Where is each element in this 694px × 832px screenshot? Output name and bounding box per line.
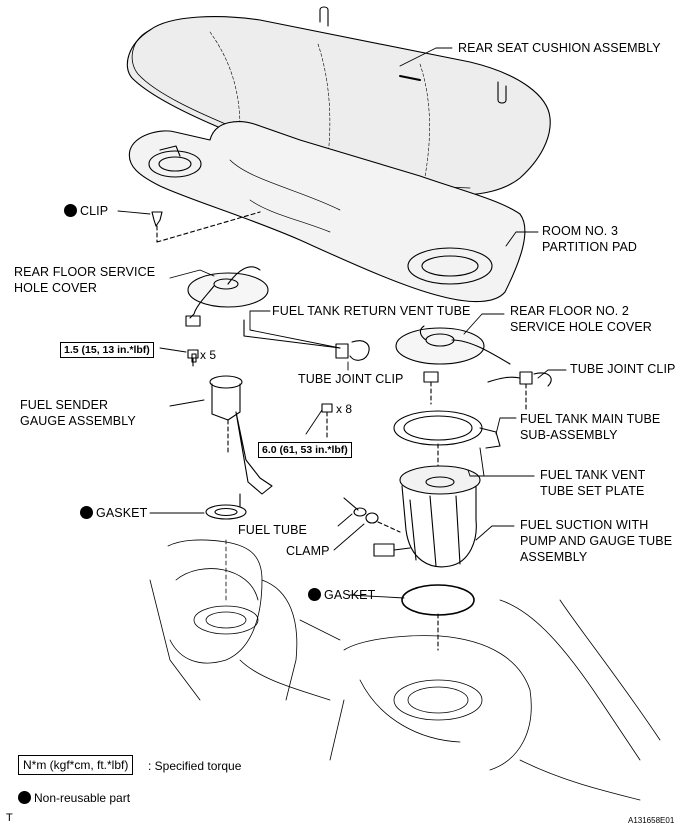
legend-torque-units: N*m (kgf*cm, ft.*lbf) xyxy=(18,755,134,775)
clip-part xyxy=(151,211,261,243)
label-suction-line2: PUMP AND GAUGE TUBE xyxy=(520,534,673,548)
label-clip-text: CLIP xyxy=(80,204,109,218)
non-reusable-dot-icon xyxy=(80,506,93,519)
label-rear-floor-cover-line2: HOLE COVER xyxy=(14,281,97,295)
torque-spec-small: 1.5 (15, 13 in.*lbf) xyxy=(60,342,154,358)
legend-nonreusable: Non-reusable part xyxy=(18,791,130,805)
right-gasket-drawing xyxy=(401,584,475,651)
torque-spec-large: 6.0 (61, 53 in.*lbf) xyxy=(258,442,352,458)
non-reusable-dot-icon xyxy=(308,588,321,601)
main-tube-drawing xyxy=(487,371,552,411)
right-floor-pan-drawing xyxy=(329,599,661,801)
label-gasket-left: GASKET xyxy=(80,506,147,521)
partition-pad-drawing xyxy=(128,121,526,303)
label-suction-line1: FUEL SUCTION WITH xyxy=(520,518,649,532)
left-gasket-drawing xyxy=(205,493,247,520)
rear-floor-no2-cover-drawing xyxy=(395,325,511,405)
label-rear-floor-no2-line1: REAR FLOOR NO. 2 xyxy=(510,304,629,318)
bolt-large xyxy=(321,403,333,439)
label-main-tube-line1: FUEL TANK MAIN TUBE xyxy=(520,412,661,426)
label-clip: CLIP xyxy=(64,204,108,219)
non-reusable-dot-icon xyxy=(18,791,31,804)
label-tube-joint-clip-right: TUBE JOINT CLIP xyxy=(570,362,676,376)
label-vent-plate-line1: FUEL TANK VENT xyxy=(540,468,646,482)
label-clamp: CLAMP xyxy=(286,544,330,558)
label-partition-line1: ROOM NO. 3 xyxy=(542,224,619,238)
label-fuel-tube: FUEL TUBE xyxy=(238,523,307,537)
label-main-tube-line2: SUB-ASSEMBLY xyxy=(520,428,618,442)
label-vent-plate-line2: TUBE SET PLATE xyxy=(540,484,645,498)
leader-lines xyxy=(117,47,567,599)
label-gasket-right: GASKET xyxy=(308,588,375,603)
rear-floor-service-hole-cover-drawing xyxy=(185,266,269,327)
fuel-suction-assembly-drawing xyxy=(373,465,481,568)
figure-id: A131658E01 xyxy=(628,816,675,825)
label-rear-floor-cover-line1: REAR FLOOR SERVICE xyxy=(14,265,156,279)
label-return-vent-tube: FUEL TANK RETURN VENT TUBE xyxy=(272,304,471,318)
legend-nonreusable-text: Non-reusable part xyxy=(34,791,131,805)
fuel-tube-drawing xyxy=(343,497,401,533)
label-suction-line3: ASSEMBLY xyxy=(520,550,588,564)
fuel-sender-gauge-drawing xyxy=(191,353,273,495)
legend-torque-desc: : Specified torque xyxy=(148,759,242,773)
label-gasket-left-text: GASKET xyxy=(96,506,148,520)
label-sender-gauge-line1: FUEL SENDER xyxy=(20,398,109,412)
torque-large-quantity: x 8 xyxy=(336,402,353,416)
bolt-small xyxy=(187,349,199,367)
label-rear-floor-no2-line2: SERVICE HOLE COVER xyxy=(510,320,652,334)
label-sender-gauge-line2: GAUGE ASSEMBLY xyxy=(20,414,136,428)
return-vent-tube-drawing xyxy=(243,319,370,361)
non-reusable-dot-icon xyxy=(64,204,77,217)
label-partition-line2: PARTITION PAD xyxy=(542,240,638,254)
left-floor-pan-drawing xyxy=(149,539,341,701)
label-gasket-right-text: GASKET xyxy=(324,588,376,602)
label-tube-joint-clip-left: TUBE JOINT CLIP xyxy=(298,372,404,386)
torque-small-quantity: x 5 xyxy=(200,348,217,362)
corner-mark: T xyxy=(6,812,13,824)
label-rear-seat-cushion: REAR SEAT CUSHION ASSEMBLY xyxy=(458,41,661,55)
vent-tube-set-plate-drawing xyxy=(393,410,501,475)
